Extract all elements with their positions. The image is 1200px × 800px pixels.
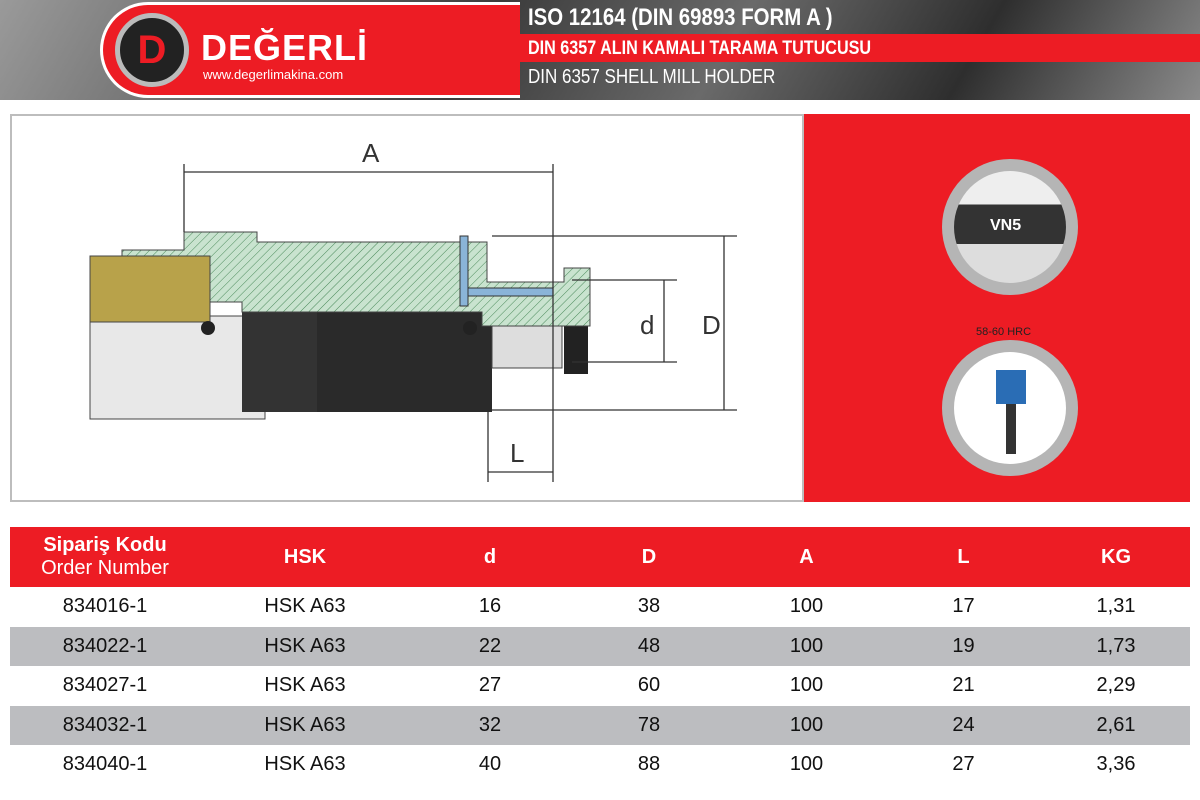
col-d: d	[410, 527, 570, 587]
cell-l: 21	[885, 666, 1042, 706]
technical-drawing: A D d L	[10, 114, 804, 502]
brand-url: www.degerlimakina.com	[203, 67, 344, 82]
cell-kg: 1,31	[1042, 587, 1190, 627]
cell-a: 100	[728, 626, 885, 666]
dim-label-L: L	[510, 438, 524, 468]
gear-logo-icon: D	[115, 13, 189, 87]
col-hsk: HSK	[200, 527, 410, 587]
cell-D: 78	[570, 705, 728, 745]
cell-D: 38	[570, 587, 728, 627]
cell-D: 88	[570, 745, 728, 785]
cell-order-number: 834016-1	[10, 587, 200, 627]
col-kg: KG	[1042, 527, 1190, 587]
cell-d: 27	[410, 666, 570, 706]
col-D: D	[570, 527, 728, 587]
cell-a: 100	[728, 705, 885, 745]
cell-order-number: 834040-1	[10, 745, 200, 785]
cell-l: 19	[885, 626, 1042, 666]
cell-hsk: HSK A63	[200, 705, 410, 745]
hardness-tester-icon	[996, 370, 1026, 404]
cell-kg: 2,61	[1042, 705, 1190, 745]
cell-a: 100	[728, 745, 885, 785]
cell-hsk: HSK A63	[200, 666, 410, 706]
cell-kg: 2,29	[1042, 666, 1190, 706]
subtitle-en: DIN 6357 SHELL MILL HOLDER	[528, 66, 776, 88]
col-l: L	[885, 527, 1042, 587]
dim-label-D: D	[702, 310, 721, 340]
header-red-band	[420, 34, 1200, 62]
cell-kg: 1,73	[1042, 626, 1190, 666]
cell-hsk: HSK A63	[200, 626, 410, 666]
feature-panel: VN5 58-60 HRC	[804, 114, 1190, 502]
dim-label-d: d	[640, 310, 654, 340]
page-title: ISO 12164 (DIN 69893 FORM A )	[528, 4, 833, 31]
brand-name: DEĞERLİ	[201, 27, 369, 68]
dim-label-a: A	[362, 138, 380, 168]
cell-hsk: HSK A63	[200, 587, 410, 627]
brand-logo: D DEĞERLİ www.degerlimakina.com	[100, 2, 520, 98]
header-banner: D DEĞERLİ www.degerlimakina.com ISO 1216…	[0, 0, 1200, 100]
cell-kg: 3,36	[1042, 745, 1190, 785]
col-a: A	[728, 527, 885, 587]
cell-hsk: HSK A63	[200, 745, 410, 785]
cell-D: 48	[570, 626, 728, 666]
cell-d: 16	[410, 587, 570, 627]
vn5-badge: VN5	[942, 159, 1078, 295]
cell-d: 22	[410, 626, 570, 666]
cell-D: 60	[570, 666, 728, 706]
cell-d: 40	[410, 745, 570, 785]
holder-diagram: A D d L	[89, 138, 737, 482]
cell-l: 24	[885, 705, 1042, 745]
cell-order-number: 834032-1	[10, 705, 200, 745]
cell-order-number: 834022-1	[10, 626, 200, 666]
hardness-badge	[942, 340, 1078, 476]
hardness-label: 58-60 HRC	[976, 326, 1032, 338]
cell-l: 27	[885, 745, 1042, 785]
cell-a: 100	[728, 587, 885, 627]
vn5-label: VN5	[990, 217, 1022, 234]
cell-order-number: 834027-1	[10, 666, 200, 706]
cell-a: 100	[728, 666, 885, 706]
cell-d: 32	[410, 705, 570, 745]
cell-l: 17	[885, 587, 1042, 627]
subtitle-tr: DIN 6357 ALIN KAMALI TARAMA TUTUCUSU	[528, 38, 872, 59]
